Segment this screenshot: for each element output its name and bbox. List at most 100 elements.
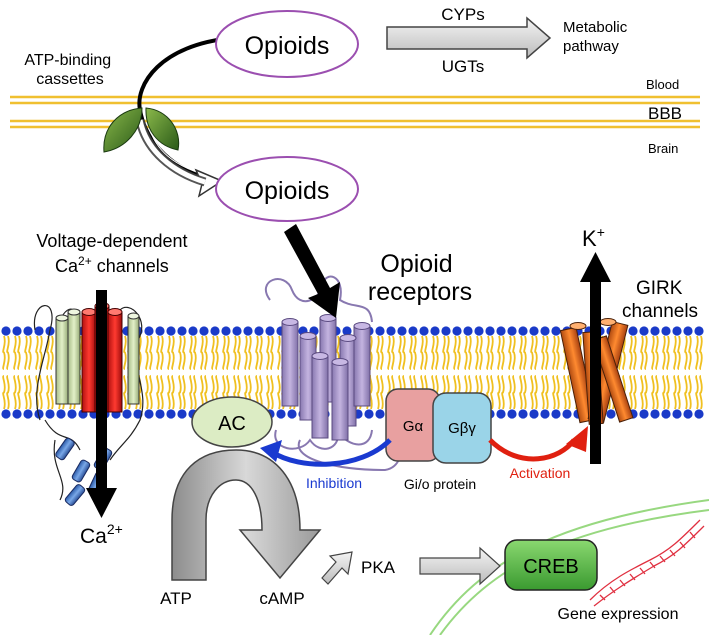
lipid-tail [6,335,10,370]
lipid-tail [534,375,538,410]
lipid-head [23,326,33,336]
lipid-head [375,326,385,336]
lipid-tail [684,375,688,410]
lipid-tail [178,335,182,370]
lipid-head [188,326,198,336]
abc-transporter-icon [103,107,180,153]
opioids-blood-ellipse [215,10,359,78]
lipid-tail [519,375,523,410]
activation-label: Activation [510,465,571,481]
lipid-head [650,409,660,419]
lipid-tail [259,375,263,410]
lipid-head [287,409,297,419]
lipid-tail [699,375,703,410]
lipid-tail [248,335,252,370]
lipid-head [243,326,253,336]
lipid-tail [695,375,699,410]
lipid-tail [46,335,50,370]
lipid-tail [501,335,505,370]
lipid-head [276,409,286,419]
lipid-head [166,326,176,336]
lipid-tail [398,335,402,370]
lipid-head [672,409,682,419]
lipid-tail [255,335,259,370]
lipid-tail [171,335,175,370]
opioids-blood-label: Opioids [245,32,330,60]
lipid-tail [490,335,494,370]
lipid-head [34,409,44,419]
lipid-tail [640,375,644,410]
creb-box [504,539,598,591]
lipid-head [529,409,539,419]
lipid-tail [519,335,523,370]
lipid-tail [644,335,648,370]
lipid-head [12,326,22,336]
lipid-head [1,326,11,336]
lipid-tail [39,375,43,410]
lipid-head [45,409,55,419]
lipid-head [12,409,22,419]
lipid-head [23,409,33,419]
lipid-head [155,409,165,419]
lipid-head [441,326,451,336]
lipid-tail [226,335,230,370]
lipid-tail [475,335,479,370]
lipid-tail [244,335,248,370]
lipid-tail [380,375,384,410]
lipid-tail [222,335,226,370]
lipid-tail [688,375,692,410]
lipid-head [507,409,517,419]
lipid-head [67,409,77,419]
lipid-tail [666,335,670,370]
lipid-tail [556,335,560,370]
lipid-head [386,326,396,336]
lipid-tail [699,335,703,370]
brain-label: Brain [648,141,678,156]
lipid-tail [431,335,435,370]
lipid-tail [149,335,153,370]
lipid-tail [622,335,626,370]
lipid-tail [259,335,263,370]
atp-label: ATP [160,589,192,608]
lipid-tail [13,335,17,370]
lipid-head [144,409,154,419]
lipid-tail [468,335,472,370]
lipid-tail [189,335,193,370]
lipid-tail [556,375,560,410]
opioid-receptors-label: Opioid receptors [368,250,472,306]
g-betagamma-label: Gβγ [448,420,476,437]
lipid-tail [17,375,21,410]
lipid-tail [644,375,648,410]
pka-label: PKA [361,558,396,577]
lipid-tail [453,335,457,370]
dna-icon [589,519,705,607]
lipid-head [661,326,671,336]
lipid-tail [563,375,567,410]
ca-influx-arrow [86,290,117,518]
lipid-tail [457,335,461,370]
lipid-tail [534,335,538,370]
lipid-tail [662,335,666,370]
lipid-tail [545,335,549,370]
lipid-tail [446,335,450,370]
lipid-tail [490,375,494,410]
lipid-head [265,326,275,336]
lipid-tail [145,375,149,410]
lipid-head [694,409,704,419]
lipid-head [639,326,649,336]
lipid-head [155,326,165,336]
lipid-head [628,326,638,336]
lipid-tail [402,335,406,370]
lipid-tail [567,375,571,410]
lipid-head [485,326,495,336]
lipid-tail [486,335,490,370]
lipid-tail [424,335,428,370]
lipid-head [606,409,616,419]
lipid-head [650,326,660,336]
opioid-receptor-icon [264,275,402,472]
lipid-tail [123,375,127,410]
lipid-tail [156,375,160,410]
lipid-tail [182,375,186,410]
opioid-binding-arrow [284,224,340,318]
lipid-head [496,326,506,336]
